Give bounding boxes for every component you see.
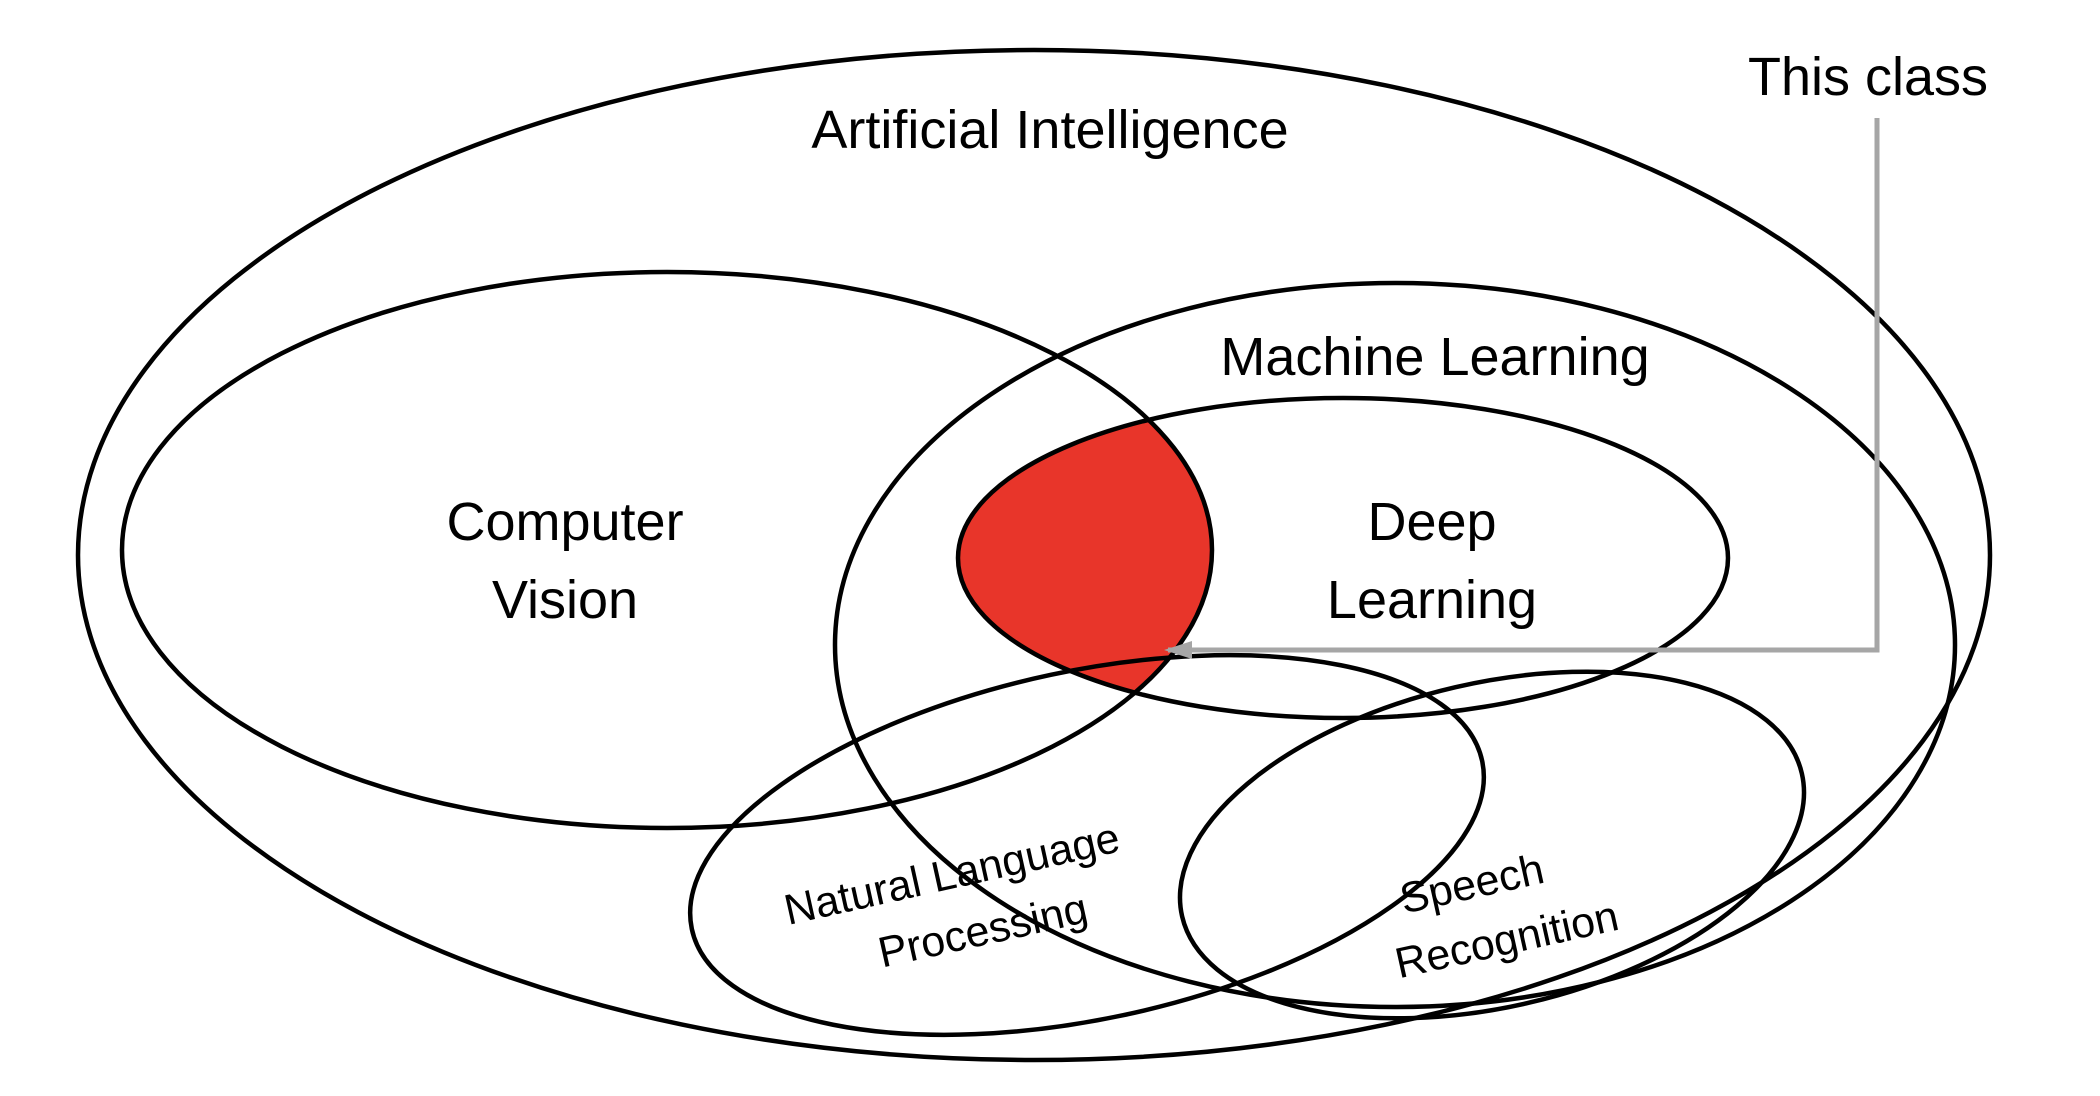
set-machine-learning-ellipse <box>832 280 1958 1010</box>
set-artificial-intelligence-ellipse <box>75 47 1993 1063</box>
set-speech-recognition-ellipse <box>1177 669 1807 1021</box>
label-machine-learning: Machine Learning <box>1220 327 1649 387</box>
set-computer-vision-ellipse <box>119 269 1215 831</box>
label-computer-vision-line2: Vision <box>492 570 638 630</box>
label-artificial-intelligence: Artificial Intelligence <box>811 100 1288 160</box>
annotation-arrow <box>1164 118 1880 659</box>
set-deep-learning-ellipse <box>955 395 1731 721</box>
label-deep-learning-line2: Learning <box>1327 570 1537 630</box>
label-computer-vision-line1: Computer <box>446 492 683 552</box>
label-speech-recognition-group: Speech Recognition <box>1391 845 1623 988</box>
set-natural-language-processing-ellipse <box>687 652 1487 1038</box>
annotation-this-class-label: This class <box>1748 47 1988 107</box>
highlighted-intersection-region <box>958 398 1212 718</box>
label-natural-language-processing-group: Natural Language Processing <box>780 814 1124 978</box>
label-deep-learning-line1: Deep <box>1367 492 1496 552</box>
